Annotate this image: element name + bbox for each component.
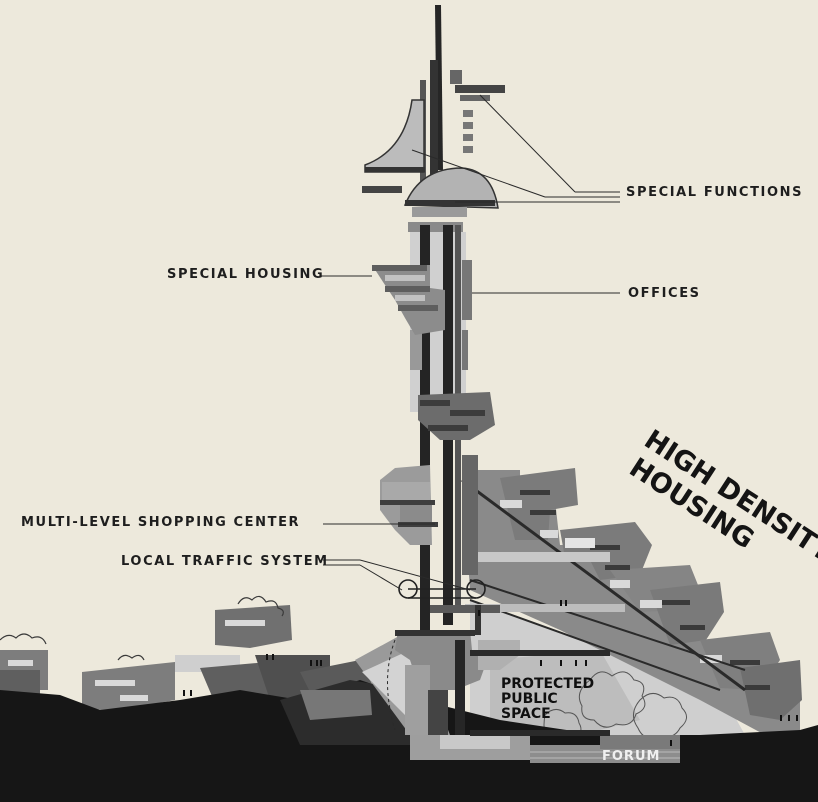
protected-public-space: [470, 600, 745, 745]
label-offices: OFFICES: [628, 286, 701, 301]
label-forum: FORUM: [602, 749, 661, 764]
label-local-traffic-system: LOCAL TRAFFIC SYSTEM: [121, 554, 329, 569]
label-multi-level-shopping-center: MULTI-LEVEL SHOPPING CENTER: [21, 515, 301, 530]
label-special-housing: SPECIAL HOUSING: [167, 267, 325, 282]
label-protected: PROTECTED: [501, 676, 595, 692]
label-space: SPACE: [501, 706, 551, 722]
high-density-housing-terraces: [461, 468, 802, 735]
label-public: PUBLIC: [501, 691, 558, 707]
label-special-functions: SPECIAL FUNCTIONS: [626, 185, 804, 200]
leader-lines: [320, 94, 620, 731]
main-tower: [362, 4, 610, 736]
human-figures: [183, 600, 798, 746]
